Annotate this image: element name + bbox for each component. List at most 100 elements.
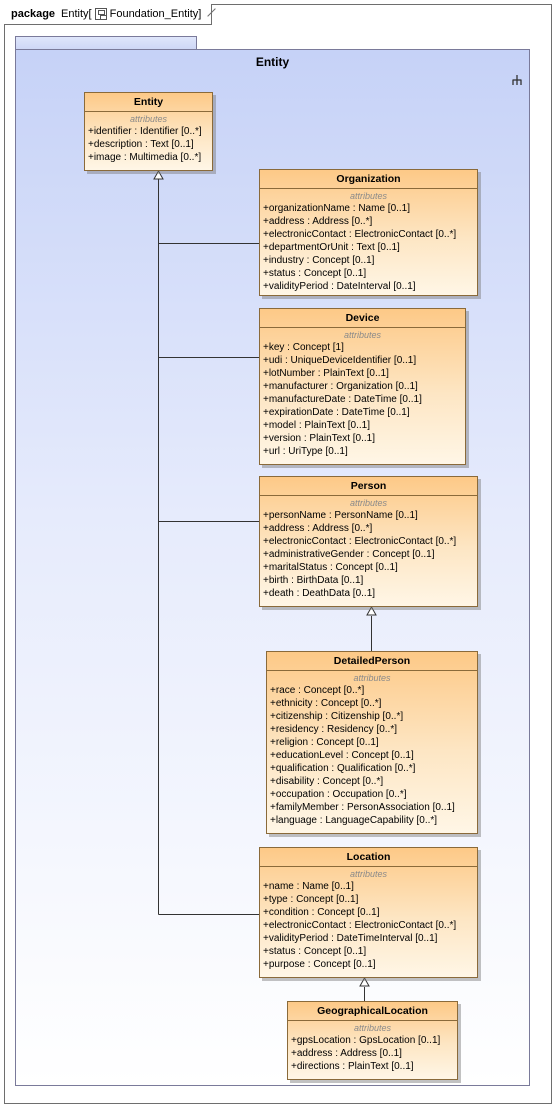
attribute-name: +race xyxy=(270,685,296,696)
attribute-row[interactable]: +manufacturer : Organization [0..1] xyxy=(263,380,462,393)
attribute-row[interactable]: +citizenship : Citizenship [0..*] xyxy=(270,710,474,723)
attribute-name: +status xyxy=(263,946,296,957)
attribute-type: : Concept [0..1] xyxy=(308,907,380,918)
attribute-row[interactable]: +udi : UniqueDeviceIdentifier [0..1] xyxy=(263,354,462,367)
attribute-row[interactable]: +lotNumber : PlainText [0..1] xyxy=(263,367,462,380)
attribute-row[interactable]: +electronicContact : ElectronicContact [… xyxy=(263,228,474,241)
attribute-name: +type xyxy=(263,894,288,905)
package-tab[interactable] xyxy=(15,36,197,50)
attribute-name: +educationLevel xyxy=(270,750,344,761)
attribute-row[interactable]: +electronicContact : ElectronicContact [… xyxy=(263,535,474,548)
attribute-name: +electronicContact xyxy=(263,920,347,931)
attribute-name: +religion xyxy=(270,737,309,748)
attribute-type: : UniqueDeviceIdentifier [0..1] xyxy=(282,355,417,366)
attribute-type: : Name [0..1] xyxy=(293,881,354,892)
attribute-row[interactable]: +gpsLocation : GpsLocation [0..1] xyxy=(291,1034,454,1047)
attribute-row[interactable]: +ethnicity : Concept [0..*] xyxy=(270,697,474,710)
attribute-name: +residency xyxy=(270,724,319,735)
attribute-row[interactable]: +directions : PlainText [0..1] xyxy=(291,1060,454,1073)
attributes-compartment-label: attributes xyxy=(349,191,388,201)
attribute-row[interactable]: +birth : BirthData [0..1] xyxy=(263,574,474,587)
attribute-row[interactable]: +image : Multimedia [0..*] xyxy=(88,151,209,164)
attribute-row[interactable]: +address : Address [0..1] xyxy=(291,1047,454,1060)
attribute-type: : Concept [0..1] xyxy=(308,737,379,748)
attribute-row[interactable]: +type : Concept [0..1] xyxy=(263,893,474,906)
attribute-type: : PlainText [0..1] xyxy=(314,368,389,379)
attribute-row[interactable]: +residency : Residency [0..*] xyxy=(270,723,474,736)
attribute-type: : Concept [0..1] xyxy=(304,959,376,970)
attribute-type: : Concept [0..1] xyxy=(287,894,359,905)
attribute-row[interactable]: +race : Concept [0..*] xyxy=(270,684,474,697)
class-geographicallocation[interactable]: GeographicalLocation attributes +gpsLoca… xyxy=(287,1001,458,1080)
attribute-type: : PersonName [0..1] xyxy=(326,510,418,521)
attribute-name: +manufacturer xyxy=(263,381,328,392)
attribute-row[interactable]: +language : LanguageCapability [0..*] xyxy=(270,814,474,827)
class-entity[interactable]: Entity attributes +identifier : Identifi… xyxy=(84,92,213,171)
attribute-row[interactable]: +manufactureDate : DateTime [0..1] xyxy=(263,393,462,406)
attribute-type: : Concept [0..*] xyxy=(314,776,384,787)
diagram-frame-header: package Entity [ Foundation_Entity ] xyxy=(4,4,213,25)
attribute-row[interactable]: +industry : Concept [0..1] xyxy=(263,254,474,267)
attribute-row[interactable]: +familyMember : PersonAssociation [0..1] xyxy=(270,801,474,814)
attribute-row[interactable]: +key : Concept [1] xyxy=(263,341,462,354)
attributes-compartment-label: attributes xyxy=(129,114,168,124)
class-detailedperson[interactable]: DetailedPerson attributes +race : Concep… xyxy=(266,651,478,834)
attribute-row[interactable]: +maritalStatus : Concept [0..1] xyxy=(263,561,474,574)
attribute-row[interactable]: +death : DeathData [0..1] xyxy=(263,587,474,600)
attribute-type: : Concept [1] xyxy=(284,342,344,353)
attribute-row[interactable]: +address : Address [0..*] xyxy=(263,215,474,228)
attribute-name: +udi xyxy=(263,355,283,366)
attribute-type: : DateInterval [0..1] xyxy=(328,281,416,292)
attribute-row[interactable]: +description : Text [0..1] xyxy=(88,138,209,151)
attribute-row[interactable]: +validityPeriod : DateInterval [0..1] xyxy=(263,280,474,293)
attribute-name: +address xyxy=(263,216,305,227)
attribute-name: +ethnicity xyxy=(270,698,313,709)
attribute-name: +lotNumber xyxy=(263,368,315,379)
class-name: Device xyxy=(260,309,465,328)
attribute-row[interactable]: +name : Name [0..1] xyxy=(263,880,474,893)
attribute-row[interactable]: +status : Concept [0..1] xyxy=(263,267,474,280)
attribute-name: +directions xyxy=(291,1061,340,1072)
frame-close-bracket: ] xyxy=(198,8,202,20)
attribute-type: : Citizenship [0..*] xyxy=(322,711,404,722)
attribute-name: +version xyxy=(263,433,302,444)
attribute-row[interactable]: +personName : PersonName [0..1] xyxy=(263,509,474,522)
attribute-row[interactable]: +identifier : Identifier [0..*] xyxy=(88,125,209,138)
attribute-row[interactable]: +religion : Concept [0..1] xyxy=(270,736,474,749)
attribute-type: : ElectronicContact [0..*] xyxy=(346,536,457,547)
attribute-name: +validityPeriod xyxy=(263,933,329,944)
attribute-type: : Multimedia [0..*] xyxy=(121,152,202,163)
class-device[interactable]: Device attributes +key : Concept [1]+udi… xyxy=(259,308,466,465)
attribute-row[interactable]: +model : PlainText [0..1] xyxy=(263,419,462,432)
class-location[interactable]: Location attributes +name : Name [0..1]+… xyxy=(259,847,478,978)
attribute-name: +manufactureDate xyxy=(263,394,346,405)
attribute-row[interactable]: +purpose : Concept [0..1] xyxy=(263,958,474,971)
attribute-row[interactable]: +disability : Concept [0..*] xyxy=(270,775,474,788)
class-person[interactable]: Person attributes +personName : PersonNa… xyxy=(259,476,478,607)
attribute-row[interactable]: +status : Concept [0..1] xyxy=(263,945,474,958)
attribute-row[interactable]: +administrativeGender : Concept [0..1] xyxy=(263,548,474,561)
attribute-row[interactable]: +qualification : Qualification [0..*] xyxy=(270,762,474,775)
class-organization[interactable]: Organization attributes +organizationNam… xyxy=(259,169,478,296)
attribute-row[interactable]: +version : PlainText [0..1] xyxy=(263,432,462,445)
attribute-row[interactable]: +condition : Concept [0..1] xyxy=(263,906,474,919)
attribute-row[interactable]: +url : UriType [0..1] xyxy=(263,445,462,458)
attribute-row[interactable]: +electronicContact : ElectronicContact [… xyxy=(263,919,474,932)
attribute-row[interactable]: +organizationName : Name [0..1] xyxy=(263,202,474,215)
attribute-type: : Concept [0..*] xyxy=(295,685,365,696)
attribute-name: +familyMember xyxy=(270,802,339,813)
attribute-name: +maritalStatus xyxy=(263,562,328,573)
attribute-row[interactable]: +departmentOrUnit : Text [0..1] xyxy=(263,241,474,254)
attribute-name: +key xyxy=(263,342,285,353)
attribute-row[interactable]: +educationLevel : Concept [0..1] xyxy=(270,749,474,762)
attribute-row[interactable]: +expirationDate : DateTime [0..1] xyxy=(263,406,462,419)
attribute-row[interactable]: +address : Address [0..*] xyxy=(263,522,474,535)
attribute-name: +industry xyxy=(263,255,304,266)
attribute-row[interactable]: +validityPeriod : DateTimeInterval [0..1… xyxy=(263,932,474,945)
frame-diagram-name: Foundation_Entity xyxy=(109,8,199,20)
attribute-type: : Organization [0..1] xyxy=(327,381,418,392)
attribute-name: +name xyxy=(263,881,294,892)
attribute-name: +electronicContact xyxy=(263,536,347,547)
attribute-type: : Residency [0..*] xyxy=(318,724,398,735)
attribute-row[interactable]: +occupation : Occupation [0..*] xyxy=(270,788,474,801)
